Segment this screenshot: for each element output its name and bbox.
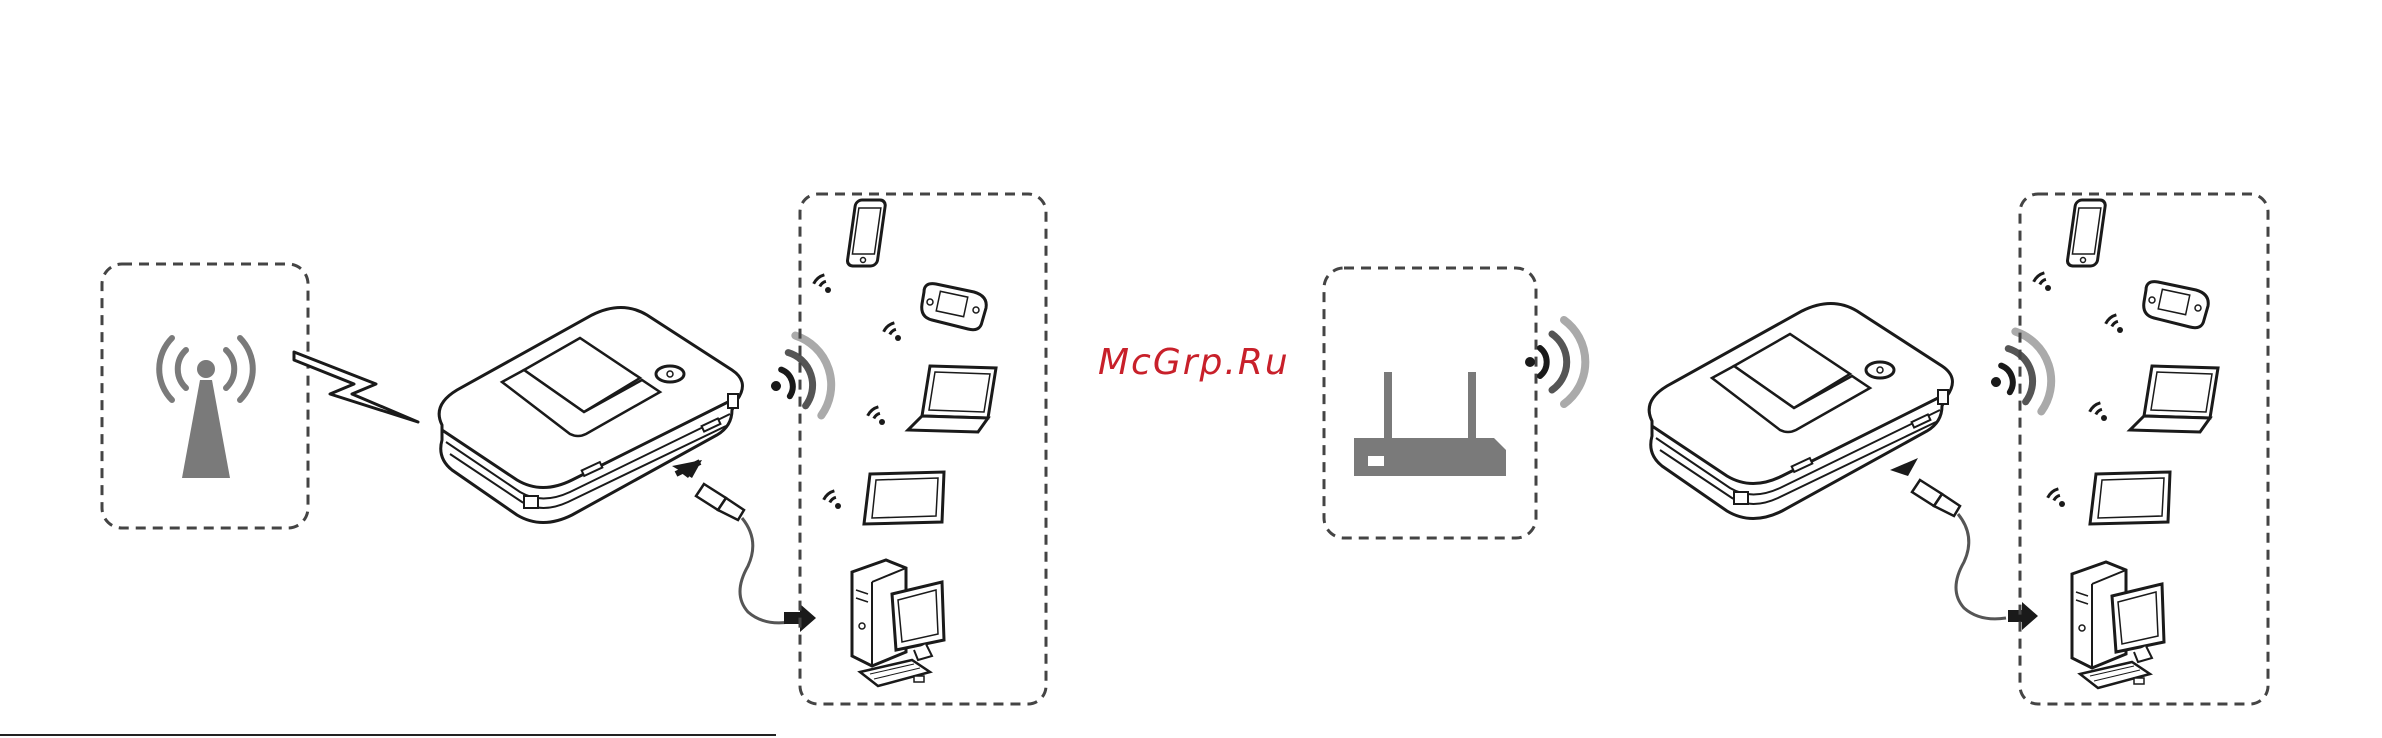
- desktop-computer-icon: [2072, 562, 2164, 688]
- wifi-router-icon: [1354, 372, 1506, 476]
- cell-tower-icon: [159, 338, 253, 478]
- wifi-small-icon: [2089, 402, 2107, 421]
- panel-wifi-router: [1324, 194, 2268, 704]
- page-number: [858, 728, 898, 738]
- wifi-signal-icon: [758, 329, 841, 428]
- wifi-small-icon: [867, 406, 885, 425]
- handheld-console-icon: [2144, 282, 2209, 328]
- wifi-small-icon: [823, 490, 841, 509]
- lightning-bolt-icon: [294, 352, 418, 422]
- smartphone-icon: [847, 200, 886, 266]
- tablet-icon: [864, 472, 944, 524]
- handheld-console-icon: [922, 284, 987, 330]
- wifi-small-icon: [2033, 272, 2051, 291]
- wifi-small-icon: [2047, 488, 2065, 507]
- panel-mobile-network: [102, 194, 1046, 704]
- mobile-hotspot-icon: [439, 308, 742, 523]
- mobile-hotspot-icon: [1649, 304, 1952, 519]
- wifi-small-icon: [2105, 314, 2123, 333]
- wifi-small-icon: [813, 274, 831, 293]
- desktop-computer-icon: [852, 560, 944, 686]
- wifi-small-icon: [883, 322, 901, 341]
- laptop-icon: [908, 366, 996, 432]
- wifi-signal-icon: [1525, 320, 1585, 404]
- usb-cable-icon: [672, 460, 816, 632]
- usb-cable-icon: [1890, 458, 2038, 630]
- footer-rule: [0, 734, 776, 736]
- smartphone-icon: [2067, 200, 2106, 266]
- tablet-icon: [2090, 472, 2170, 524]
- watermark-text: McGrp.Ru: [1098, 342, 1290, 383]
- source-box: [1324, 268, 1536, 538]
- laptop-icon: [2130, 366, 2218, 432]
